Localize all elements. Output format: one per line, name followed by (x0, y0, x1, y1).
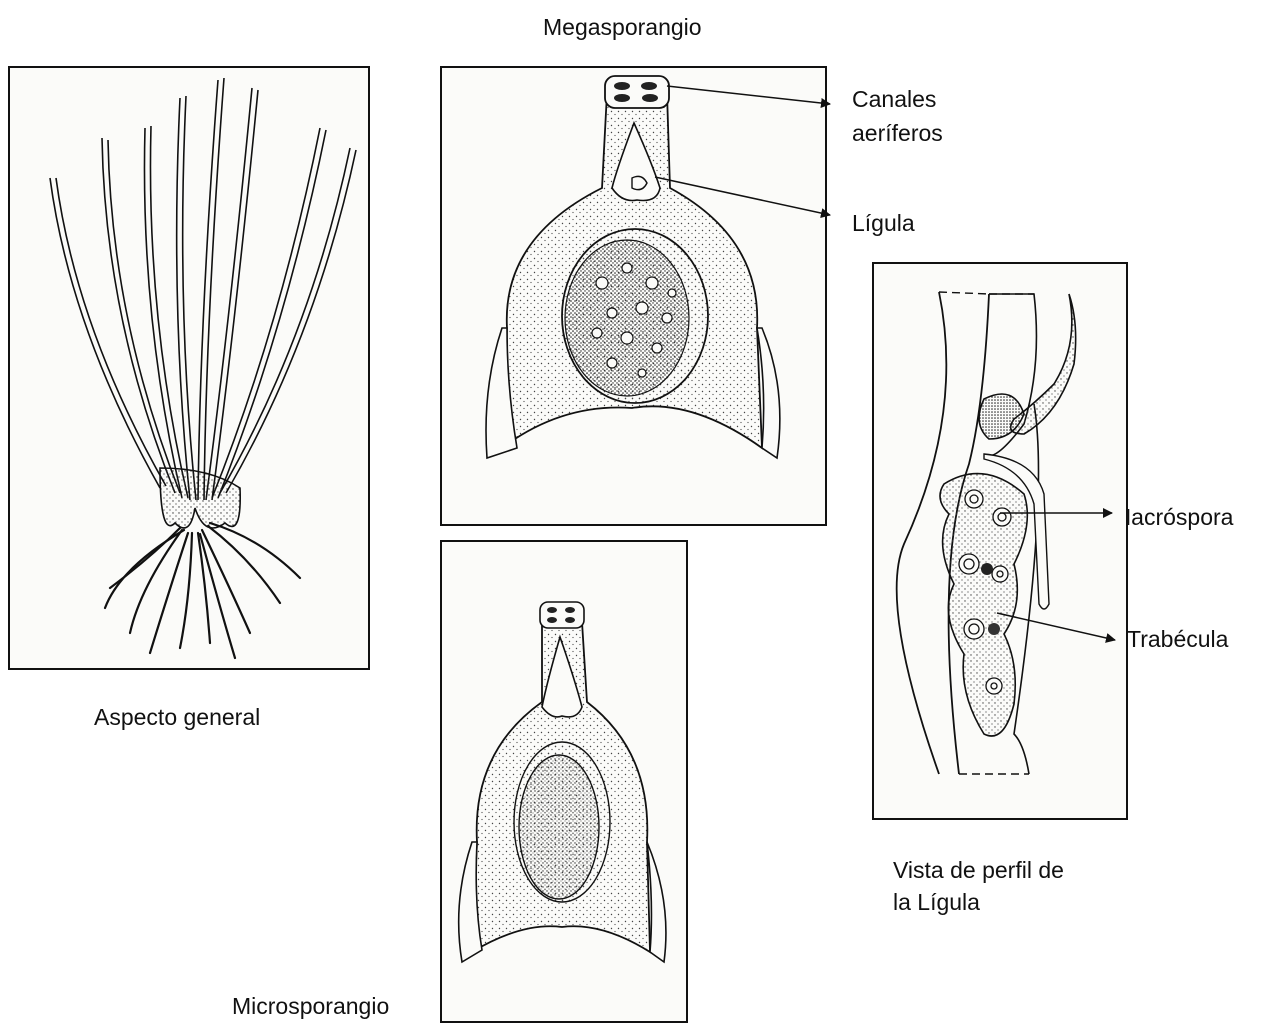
arrow-trabecula (997, 613, 1115, 640)
arrow-canales (667, 86, 830, 104)
arrow-ligula (655, 177, 830, 215)
